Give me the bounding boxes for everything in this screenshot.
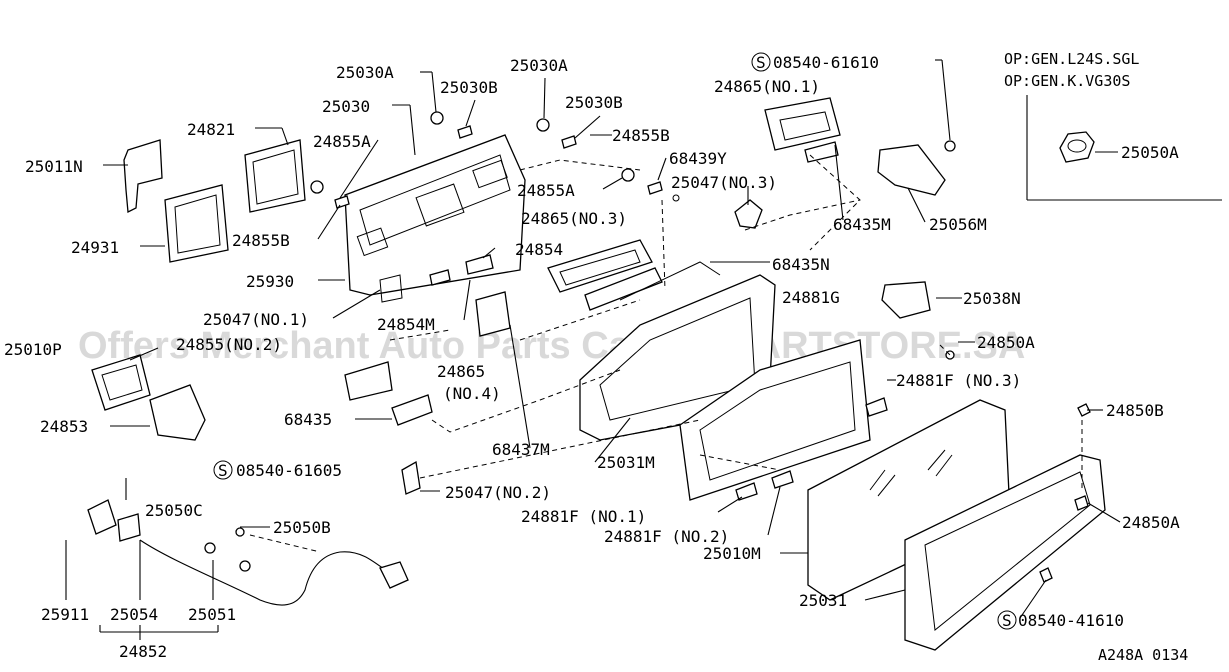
label-24855A-2: 24855A [517, 181, 575, 200]
label-24931: 24931 [71, 238, 119, 257]
label-24855B-1: 24855B [232, 231, 290, 250]
svg-text:S: S [1002, 611, 1012, 630]
svg-text:S: S [218, 461, 228, 480]
label-08540-61605: 08540-61605 [236, 461, 342, 480]
label-25054: 25054 [110, 605, 158, 624]
label-24850A-1: 24850A [977, 333, 1035, 352]
label-24881F-3: 24881F (NO.3) [896, 371, 1021, 390]
label-25030A-1: 25030A [336, 63, 394, 82]
label-68435M: 68435M [833, 215, 891, 234]
gasket-25050A [1059, 131, 1095, 163]
label-24850B: 24850B [1106, 401, 1164, 420]
label-25050C: 25050C [145, 501, 203, 520]
strip-68435N [584, 267, 663, 311]
label-25930: 25930 [246, 272, 294, 291]
label-24855B-2: 24855B [612, 126, 670, 145]
label-24821: 24821 [187, 120, 235, 139]
label-25050A: 25050A [1121, 143, 1179, 162]
label-68439Y: 68439Y [669, 149, 727, 168]
label-24881F-1: 24881F (NO.1) [521, 507, 646, 526]
label-24853: 24853 [40, 417, 88, 436]
socket-25038N [881, 281, 931, 319]
label-25031M: 25031M [597, 453, 655, 472]
label-08540-41610: 08540-41610 [1018, 611, 1124, 630]
label-25010P: 25010P [4, 340, 62, 359]
board-25930 [344, 134, 526, 296]
circuit-24931 [164, 184, 229, 263]
label-25051: 25051 [188, 605, 236, 624]
label-25047-1: 25047(NO.1) [203, 310, 309, 329]
diagram-code: A248A 0134 [1098, 646, 1188, 664]
label-25050B: 25050B [273, 518, 331, 537]
bracket-25011N [123, 139, 163, 214]
part-labels: 25011N 24931 24821 25030 25030A 25030B 2… [4, 53, 1188, 664]
bulb-25030A-1 [430, 111, 444, 125]
label-25011N: 25011N [25, 157, 83, 176]
label-24865-3: 24865(NO.3) [521, 209, 627, 228]
label-25031: 25031 [799, 591, 847, 610]
label-24865-4b: (NO.4) [443, 384, 501, 403]
label-25047-3: 25047(NO.3) [671, 173, 777, 192]
label-25056M: 25056M [929, 215, 987, 234]
label-68435N: 68435N [772, 255, 830, 274]
bulb-25030A-2 [536, 118, 550, 132]
label-25911: 25911 [41, 605, 89, 624]
frame-24821 [244, 139, 306, 213]
bulb-24855A-1 [310, 180, 324, 194]
label-25010M: 25010M [703, 544, 761, 563]
strip-68435 [391, 394, 433, 426]
watermark-text: Offers Merchant Auto Parts Catalog PARTS… [78, 325, 1025, 367]
bracket-25056M [877, 144, 946, 196]
variant-note-box: OP:GEN.L24S.SGL OP:GEN.K.VG30S [1004, 50, 1222, 201]
bezel-25031 [904, 454, 1106, 651]
label-25047-2: 25047(NO.2) [445, 483, 551, 502]
label-25030B-1: 25030B [440, 78, 498, 97]
variant-note-2: OP:GEN.K.VG30S [1004, 72, 1130, 90]
holder-24855-2 [344, 361, 393, 401]
bulb-24855A-2 [621, 168, 635, 182]
label-25038N: 25038N [963, 289, 1021, 308]
label-25030B-2: 25030B [565, 93, 623, 112]
label-25030A-2: 25030A [510, 56, 568, 75]
label-25030: 25030 [322, 97, 370, 116]
label-24850A-2: 24850A [1122, 513, 1180, 532]
label-24865-1: 24865(NO.1) [714, 77, 820, 96]
label-24852: 24852 [119, 642, 167, 661]
plate-25010P [91, 354, 151, 411]
label-68437M: 68437M [492, 440, 550, 459]
socket-24853 [149, 384, 206, 441]
label-24854: 24854 [515, 240, 563, 259]
label-24854M: 24854M [377, 315, 435, 334]
label-24855-2: 24855(NO.2) [176, 335, 282, 354]
connector-24854M [475, 291, 511, 337]
label-08540-61610: 08540-61610 [773, 53, 879, 72]
connector-end [379, 561, 409, 589]
label-24881G: 24881G [782, 288, 840, 307]
assembly-dashed-lines [249, 154, 1083, 553]
label-24855A-1: 24855A [313, 132, 371, 151]
sensor-25911 [87, 499, 117, 535]
label-24865-4a: 24865 [437, 362, 485, 381]
svg-text:S: S [756, 53, 766, 72]
label-24881F-2: 24881F (NO.2) [604, 527, 729, 546]
label-68435: 68435 [284, 410, 332, 429]
leader-lines [65, 59, 1121, 640]
variant-note-1: OP:GEN.L24S.SGL [1004, 50, 1139, 68]
